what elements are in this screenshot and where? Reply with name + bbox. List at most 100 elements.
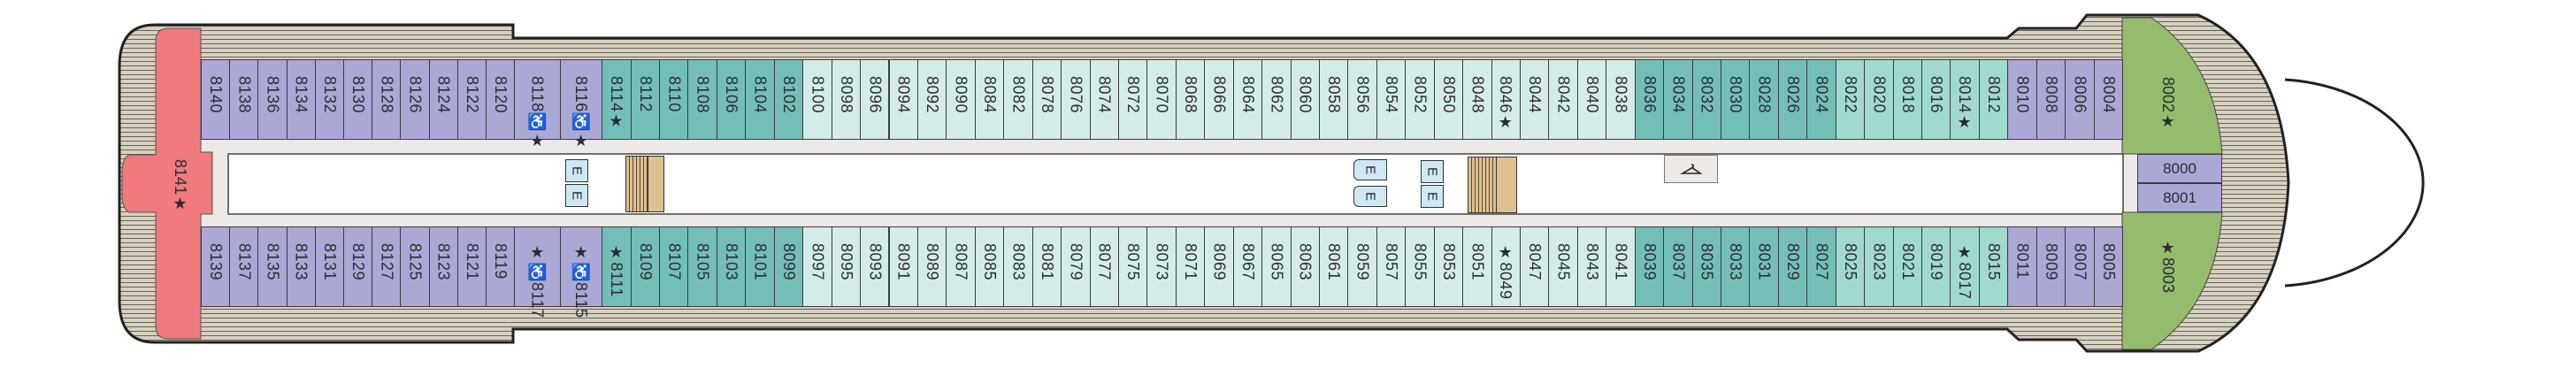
cabin-8129[interactable]: 8129: [343, 226, 373, 307]
cabin-8039[interactable]: 8039: [1634, 226, 1665, 307]
cabin-8067[interactable]: 8067: [1232, 226, 1263, 307]
cabin-8140[interactable]: 8140: [201, 59, 231, 140]
cabin-8111[interactable]: ★8111: [602, 226, 632, 307]
cabin-8082[interactable]: 8082: [1003, 59, 1033, 140]
cabin-8116[interactable]: 8116♿★: [560, 59, 603, 151]
cabin-8131[interactable]: 8131: [314, 226, 344, 307]
cabin-8049[interactable]: ★8049: [1491, 226, 1521, 307]
cabin-8132[interactable]: 8132: [314, 59, 344, 140]
cabin-8091[interactable]: 8091: [888, 226, 918, 307]
cabin-8063[interactable]: 8063: [1290, 226, 1320, 307]
cabin-8089[interactable]: 8089: [916, 226, 947, 307]
cabin-8127[interactable]: 8127: [372, 226, 402, 307]
cabin-8041[interactable]: 8041: [1606, 226, 1636, 307]
cabin-8105[interactable]: 8105: [687, 226, 717, 307]
cabin-8102[interactable]: 8102: [773, 59, 804, 140]
cabin-8123[interactable]: 8123: [428, 226, 458, 307]
cabin-8083[interactable]: 8083: [1003, 226, 1033, 307]
cabin-8031[interactable]: 8031: [1749, 226, 1779, 307]
cabin-8053[interactable]: 8053: [1433, 226, 1464, 307]
cabin-8044[interactable]: 8044: [1519, 59, 1550, 140]
cabin-8038[interactable]: 8038: [1606, 59, 1636, 140]
cabin-8125[interactable]: 8125: [400, 226, 430, 307]
cabin-8016[interactable]: 8016: [1920, 59, 1951, 140]
cabin-8021[interactable]: 8021: [1892, 226, 1922, 307]
cabin-8139[interactable]: 8139: [201, 226, 231, 307]
cabin-8081[interactable]: 8081: [1031, 226, 1062, 307]
cabin-8015[interactable]: 8015: [1978, 226, 2009, 307]
cabin-8024[interactable]: 8024: [1806, 59, 1836, 140]
cabin-8073[interactable]: 8073: [1146, 226, 1177, 307]
cabin-8085[interactable]: 8085: [974, 226, 1005, 307]
cabin-8061[interactable]: 8061: [1318, 226, 1349, 307]
cabin-8057[interactable]: 8057: [1376, 226, 1407, 307]
cabin-8128[interactable]: 8128: [372, 59, 402, 140]
cabin-8022[interactable]: 8022: [1835, 59, 1866, 140]
cabin-8095[interactable]: 8095: [831, 226, 862, 307]
cabin-8050[interactable]: 8050: [1433, 59, 1464, 140]
cabin-8120[interactable]: 8120: [486, 59, 516, 140]
cabin-8014[interactable]: 8014★: [1950, 59, 1980, 140]
cabin-8075[interactable]: 8075: [1117, 226, 1148, 307]
cabin-8074[interactable]: 8074: [1089, 59, 1119, 140]
cabin-8117[interactable]: ★♿8117: [514, 226, 562, 318]
cabin-8107[interactable]: 8107: [659, 226, 689, 307]
cabin-8066[interactable]: 8066: [1204, 59, 1234, 140]
cabin-8025[interactable]: 8025: [1835, 226, 1866, 307]
cabin-8037[interactable]: 8037: [1663, 226, 1693, 307]
cabin-8106[interactable]: 8106: [716, 59, 747, 140]
cabin-8062[interactable]: 8062: [1261, 59, 1292, 140]
cabin-8028[interactable]: 8028: [1749, 59, 1779, 140]
cabin-8078[interactable]: 8078: [1031, 59, 1062, 140]
cabin-8109[interactable]: 8109: [630, 226, 661, 307]
cabin-8034[interactable]: 8034: [1663, 59, 1693, 140]
cabin-8097[interactable]: 8097: [802, 226, 832, 307]
cabin-8094[interactable]: 8094: [888, 59, 918, 140]
cabin-8137[interactable]: 8137: [229, 226, 259, 307]
bow-suite-top-label[interactable]: 8002★: [2159, 77, 2177, 132]
cabin-8011[interactable]: 8011: [2007, 226, 2037, 307]
cabin-8133[interactable]: 8133: [286, 226, 316, 307]
cabin-8052[interactable]: 8052: [1405, 59, 1435, 140]
cabin-8040[interactable]: 8040: [1576, 59, 1607, 140]
cabin-8071[interactable]: 8071: [1175, 226, 1206, 307]
cabin-8007[interactable]: 8007: [2065, 226, 2095, 307]
cabin-8029[interactable]: 8029: [1777, 226, 1808, 307]
cabin-8079[interactable]: 8079: [1061, 226, 1091, 307]
cabin-8043[interactable]: 8043: [1576, 226, 1607, 307]
cabin-8046[interactable]: 8046★: [1491, 59, 1521, 140]
cabin-8001[interactable]: 8001: [2137, 183, 2222, 212]
cabin-8103[interactable]: 8103: [716, 226, 747, 307]
cabin-8108[interactable]: 8108: [687, 59, 717, 140]
cabin-8064[interactable]: 8064: [1232, 59, 1263, 140]
cabin-8076[interactable]: 8076: [1061, 59, 1091, 140]
cabin-8026[interactable]: 8026: [1777, 59, 1808, 140]
cabin-8017[interactable]: ★8017: [1950, 226, 1980, 307]
cabin-8124[interactable]: 8124: [428, 59, 458, 140]
cabin-8009[interactable]: 8009: [2036, 226, 2066, 307]
cabin-8019[interactable]: 8019: [1920, 226, 1951, 307]
cabin-8059[interactable]: 8059: [1347, 226, 1377, 307]
bow-suite-bottom-label[interactable]: ★8003: [2159, 239, 2177, 294]
cabin-8134[interactable]: 8134: [286, 59, 316, 140]
cabin-8101[interactable]: 8101: [745, 226, 775, 307]
cabin-8069[interactable]: 8069: [1204, 226, 1234, 307]
cabin-8004[interactable]: 8004: [2093, 59, 2123, 140]
cabin-8051[interactable]: 8051: [1462, 226, 1492, 307]
cabin-8118[interactable]: 8118♿★: [514, 59, 562, 151]
cabin-8033[interactable]: 8033: [1720, 226, 1751, 307]
cabin-8093[interactable]: 8093: [860, 226, 890, 307]
cabin-8000[interactable]: 8000: [2137, 154, 2222, 183]
cabin-8077[interactable]: 8077: [1089, 226, 1119, 307]
cabin-8104[interactable]: 8104: [745, 59, 775, 140]
cabin-8122[interactable]: 8122: [456, 59, 487, 140]
cabin-8036[interactable]: 8036: [1634, 59, 1665, 140]
cabin-8138[interactable]: 8138: [229, 59, 259, 140]
cabin-8056[interactable]: 8056: [1347, 59, 1377, 140]
cabin-8058[interactable]: 8058: [1318, 59, 1349, 140]
cabin-8048[interactable]: 8048: [1462, 59, 1492, 140]
cabin-8092[interactable]: 8092: [916, 59, 947, 140]
cabin-8005[interactable]: 8005: [2093, 226, 2123, 307]
cabin-8060[interactable]: 8060: [1290, 59, 1320, 140]
cabin-8047[interactable]: 8047: [1519, 226, 1550, 307]
